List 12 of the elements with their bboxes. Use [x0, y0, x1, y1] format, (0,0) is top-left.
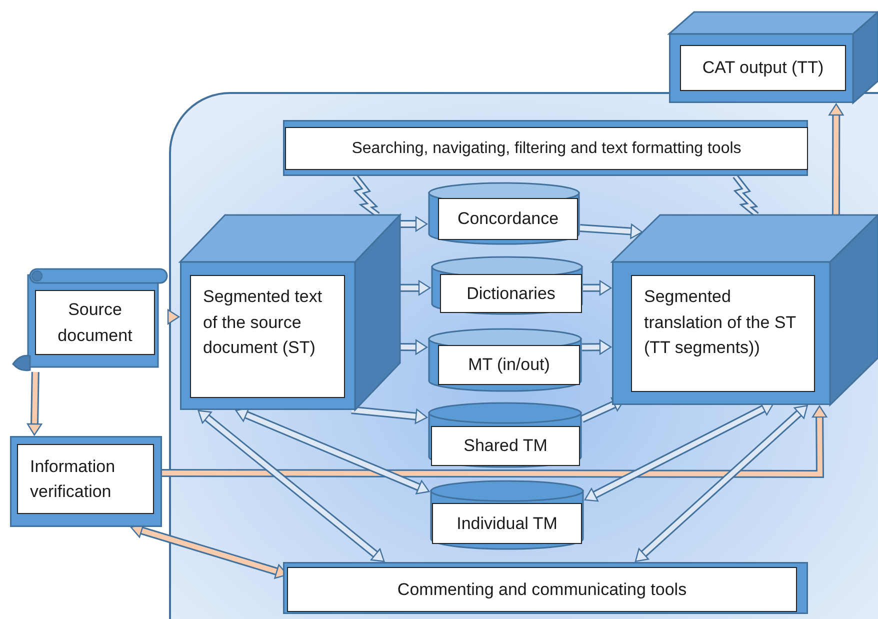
node-label: Dictionaries — [440, 274, 582, 313]
node-label: Concordance — [438, 198, 578, 240]
node-label: Individual TM — [432, 503, 582, 544]
node-label: Segmented text of the source document (ST) — [190, 275, 345, 398]
node-label: Segmented translation of the ST (TT segments)) — [631, 275, 815, 392]
node-label: Commenting and communicating tools — [287, 567, 797, 612]
node-label: Searching, navigating, filtering and text formatting tools — [285, 127, 808, 170]
node-label: Shared TM — [431, 426, 580, 466]
node-label: Information verification — [17, 444, 154, 514]
node-label: MT (in/out) — [438, 345, 580, 385]
node-label: CAT output (TT) — [680, 45, 846, 91]
node-label: Source document — [35, 290, 155, 355]
